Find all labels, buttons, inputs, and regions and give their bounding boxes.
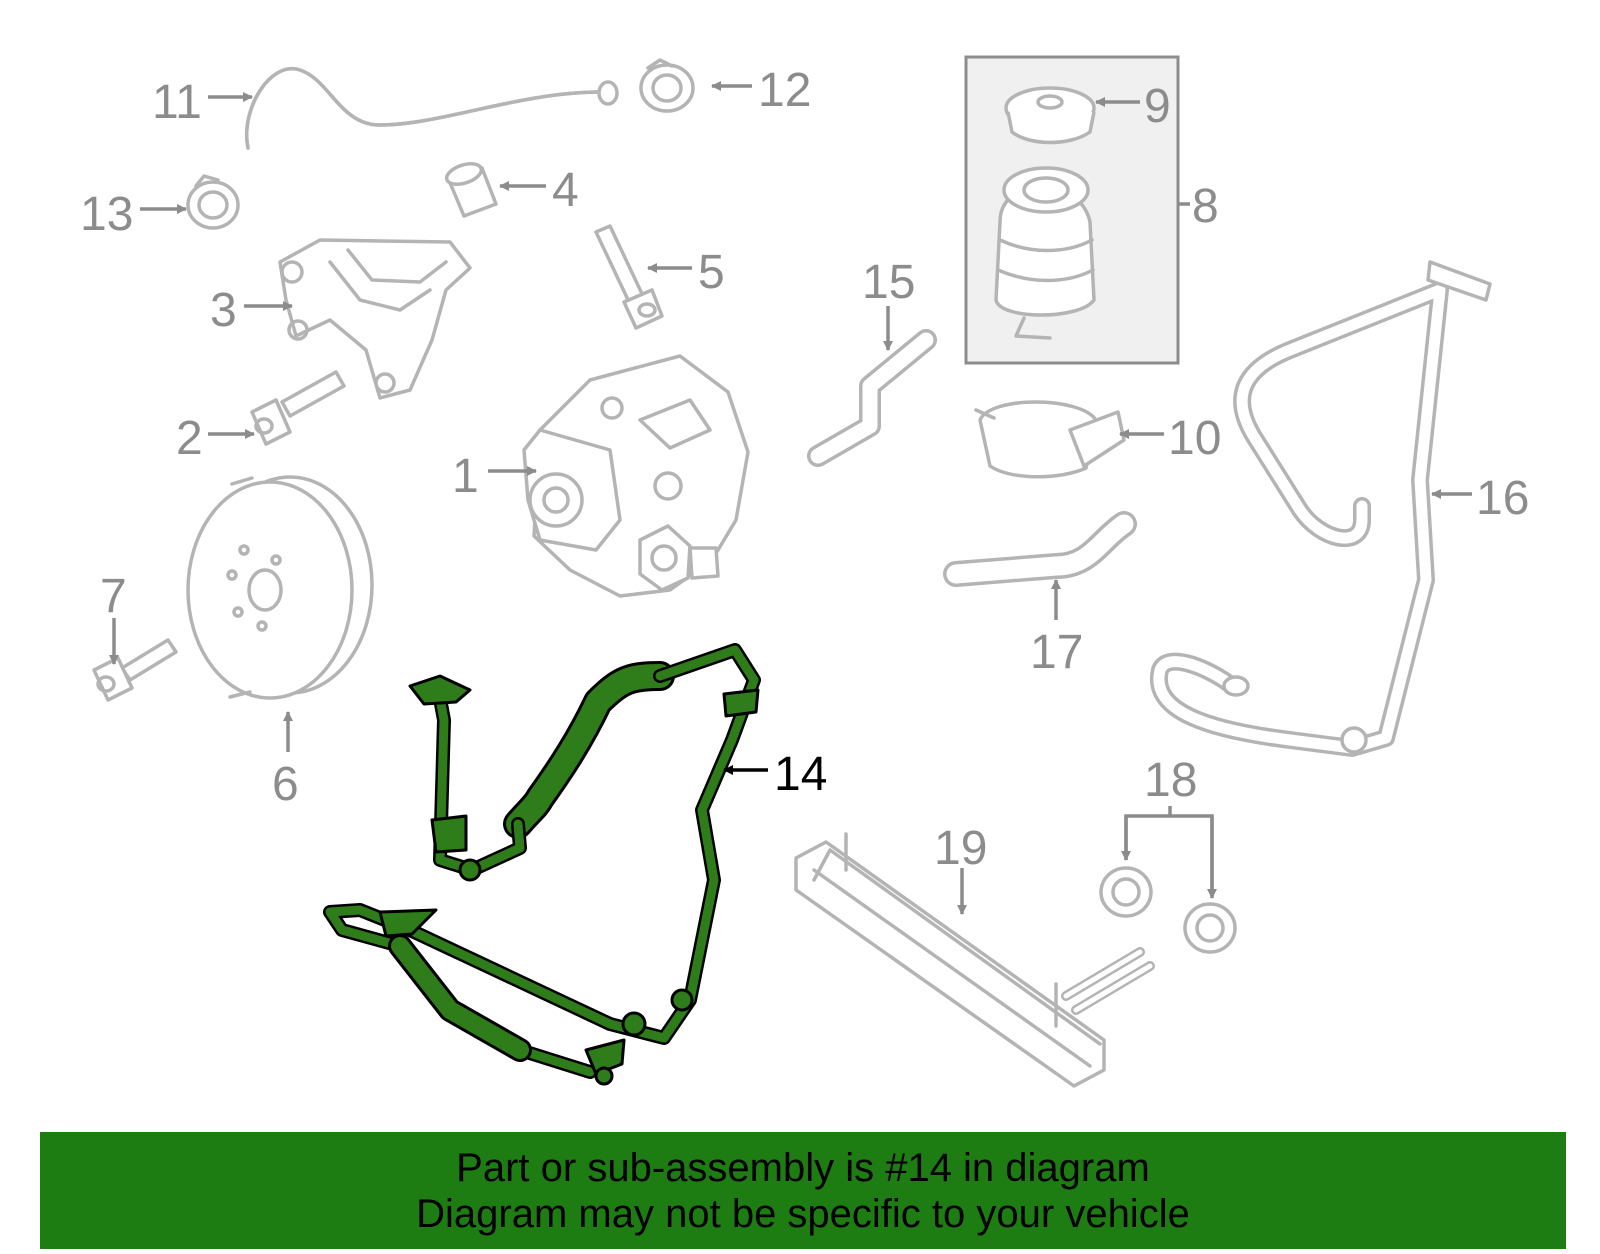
part-11-hose [245, 66, 619, 150]
part-15-hose [807, 329, 937, 467]
callout-13: 13 [80, 188, 133, 241]
part-16-line [1149, 260, 1492, 757]
callout-16: 16 [1476, 472, 1529, 525]
part-9-cap [1004, 86, 1096, 145]
callout-10: 10 [1168, 412, 1221, 465]
callout-2: 2 [176, 412, 203, 465]
info-banner: Part or sub-assembly is #14 in diagram D… [40, 1132, 1566, 1249]
leader-lines [109, 81, 1472, 915]
part-10-bracket [974, 400, 1126, 479]
part-2-bolt [250, 370, 346, 446]
part-19-cooler [794, 832, 1155, 1088]
callout-12: 12 [758, 64, 811, 117]
part-5-bolt [594, 224, 664, 330]
callout-9: 9 [1144, 80, 1171, 133]
part-13-clamp [186, 174, 240, 230]
callout-15: 15 [862, 256, 915, 309]
banner-line-disclaimer: Diagram may not be specific to your vehi… [416, 1191, 1190, 1236]
callout-14: 14 [774, 748, 827, 801]
part-17-hose [943, 511, 1137, 587]
callout-17: 17 [1030, 626, 1083, 679]
part-7-bolt [92, 638, 178, 702]
callout-5: 5 [698, 246, 725, 299]
part-1-pump [522, 354, 750, 598]
callout-7: 7 [100, 570, 127, 623]
callout-1: 1 [452, 450, 479, 503]
part-12-clamp [639, 58, 695, 113]
callout-3: 3 [210, 284, 237, 337]
callout-4: 4 [552, 164, 579, 217]
callout-6: 6 [272, 758, 299, 811]
callout-labels: 11 12 13 4 5 3 2 1 7 6 8 9 10 15 16 17 1… [80, 64, 1529, 875]
part-4-bushing [444, 162, 498, 218]
banner-line-part-number: Part or sub-assembly is #14 in diagram [456, 1145, 1150, 1190]
callout-19: 19 [934, 822, 987, 875]
callout-18: 18 [1144, 754, 1197, 807]
part-14-hose-assembly [323, 643, 761, 1086]
part-3-bracket [278, 238, 472, 400]
callout-11: 11 [152, 76, 202, 129]
part-6-pulley [186, 475, 374, 700]
part-18-clamps [1099, 866, 1237, 954]
callout-8: 8 [1192, 180, 1219, 233]
